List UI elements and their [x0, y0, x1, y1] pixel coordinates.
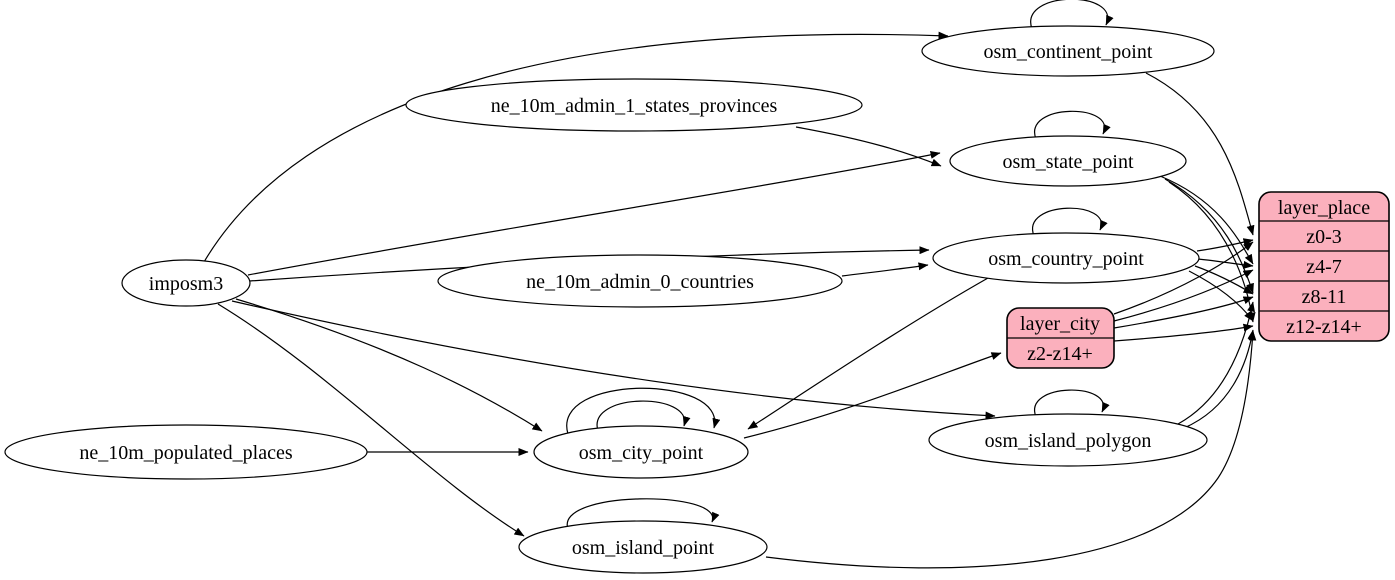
layer_place-row-z8-11: z8-11 [1302, 286, 1347, 308]
node-layer_place: layer_place z0-3 z4-7 z8-11 z12-z14+ [1258, 191, 1390, 342]
node-osm_island_point: osm_island_point [518, 520, 768, 574]
osm_country_point-label: osm_country_point [988, 248, 1144, 270]
imposm3-ellipse [121, 259, 251, 307]
edge-imposm3-osm_island_polygon [231, 300, 996, 420]
osm_island_polygon-label: osm_island_polygon [985, 430, 1152, 452]
edge-osm_state_point-layer_place-z4-7 [1159, 175, 1254, 265]
node-osm_continent_point: osm_continent_point [921, 25, 1215, 77]
edges-group [203, 0, 1257, 569]
edge-ne_10m_admin_1_states_provinces-osm_state_point [795, 126, 942, 167]
edge-osm_country_point-layer_place-z12-z14 [1188, 270, 1254, 322]
osm_continent_point-label: osm_continent_point [984, 41, 1153, 63]
edge-imposm3-osm_island_point [217, 303, 525, 537]
ne_10m_populated_places-ellipse [4, 424, 368, 480]
node-osm_island_polygon: osm_island_polygon [928, 413, 1208, 467]
layer_city-title: layer_city [1020, 313, 1100, 335]
osm_state_point-label: osm_state_point [1002, 151, 1134, 173]
osm_island_polygon-ellipse [928, 413, 1208, 467]
osm_city_point-label: osm_city_point [579, 442, 704, 464]
node-ne_10m_populated_places: ne_10m_populated_places [4, 424, 368, 480]
layer_place-row-z4-7: z4-7 [1306, 256, 1342, 278]
layer_city-row-z2-z14: z2-z14+ [1027, 343, 1093, 365]
node-ne_10m_admin_1_states_provinces: ne_10m_admin_1_states_provinces [405, 78, 863, 132]
node-osm_country_point: osm_country_point [932, 232, 1200, 284]
ne_10m_admin_1_states_provinces-ellipse [405, 78, 863, 132]
edge-osm_country_point-layer_place-z0-3 [1196, 238, 1254, 252]
edge-imposm3-osm_state_point [247, 150, 941, 276]
layer_place-row-z12-z14: z12-z14+ [1286, 316, 1362, 338]
edge-imposm3-osm_continent_point [203, 31, 949, 263]
osm_continent_point-ellipse [921, 25, 1215, 77]
ne_10m_admin_0_countries-ellipse [437, 254, 843, 308]
node-osm_state_point: osm_state_point [949, 135, 1187, 187]
edge-layer_city-layer_place-z0-3 [1113, 241, 1254, 315]
layer_place-row-z0-3: z0-3 [1306, 226, 1342, 248]
edge-osm_continent_point-layer_place-z0-3 [1145, 72, 1255, 236]
layer_place-box [1258, 191, 1390, 342]
edge-osm_country_point-layer_place-z4-7 [1197, 258, 1254, 269]
node-imposm3: imposm3 [121, 259, 251, 307]
osm_country_point-ellipse [932, 232, 1200, 284]
edge-selfloop-osm_island_polygon [1033, 389, 1110, 418]
edge-osm_island_point-layer_place-z12-z14 [765, 330, 1257, 569]
edge-layer_city-layer_place-z12-z14 [1113, 323, 1254, 342]
ne_10m_populated_places-label: ne_10m_populated_places [79, 442, 292, 464]
layer_place-title: layer_place [1278, 197, 1370, 219]
osm_city_point-ellipse [533, 425, 749, 479]
node-layer_city: layer_city z2-z14+ [1006, 307, 1115, 369]
ne_10m_admin_0_countries-label: ne_10m_admin_0_countries [526, 271, 754, 293]
edge-selfloop-osm_country_point [1031, 207, 1108, 237]
node-osm_city_point: osm_city_point [533, 425, 749, 479]
imposm3-label: imposm3 [149, 273, 223, 295]
edge-osm_state_point-layer_place-z8-11 [1164, 178, 1254, 294]
edge-selfloop-osm_state_point [1034, 110, 1111, 140]
osm_state_point-ellipse [949, 135, 1187, 187]
edge-selfloop-osm_continent_point [1030, 0, 1114, 30]
edge-selfloop-inner-osm_city_point [596, 400, 691, 432]
edge-osm_island_polygon-layer_place-z12-z14 [1183, 329, 1256, 429]
osm_island_point-ellipse [518, 520, 768, 574]
edge-osm_island_polygon-layer_place-z8-11 [1177, 301, 1255, 425]
edge-layer_city-layer_place-z4-7 [1113, 269, 1254, 322]
edge-osm_country_point-layer_place-z8-11 [1194, 265, 1254, 295]
edge-osm_country_point-osm_city_point [747, 277, 989, 430]
edge-layer_city-layer_place-z8-11 [1113, 296, 1254, 329]
osm_island_point-label: osm_island_point [572, 537, 715, 559]
edge-selfloop-outer-osm_city_point [566, 387, 721, 435]
node-ne_10m_admin_0_countries: ne_10m_admin_0_countries [437, 254, 843, 308]
edge-imposm3-osm_city_point [235, 298, 543, 432]
edge-selfloop-osm_island_point [566, 498, 720, 530]
edge-osm_city_point-layer_city-z2 [743, 352, 1002, 439]
edge-ne_10m_admin_0_countries-osm_country_point [841, 262, 929, 277]
ne_10m_admin_1_states_provinces-label: ne_10m_admin_1_states_provinces [491, 95, 778, 117]
